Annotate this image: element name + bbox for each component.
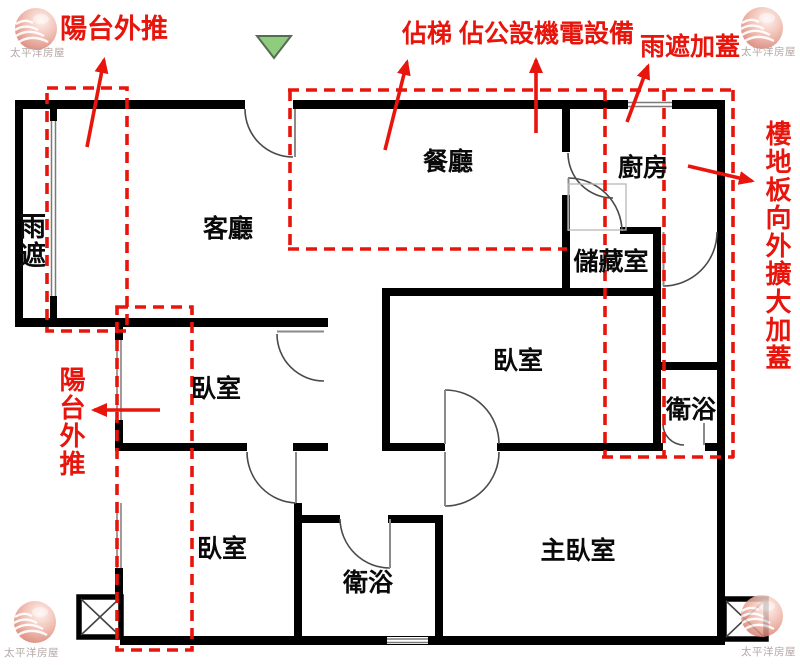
room-labels: 客廳 餐廳 廚房 儲藏室 臥室 臥室 臥室 主臥室 衛浴 衛浴 bbox=[191, 147, 717, 597]
wall-bathmid-right bbox=[435, 515, 443, 644]
pillars bbox=[76, 594, 769, 642]
arrow-occupy-stairs bbox=[383, 59, 411, 151]
wall-storage-right-column bbox=[653, 227, 661, 448]
arrow-balcony-top bbox=[85, 57, 109, 148]
wall-left-seg2 bbox=[115, 420, 123, 451]
watermark-bottom-left: 太平洋房屋 bbox=[4, 600, 59, 659]
pacific-logo-icon bbox=[14, 7, 58, 51]
watermark-top-left: 太平洋房屋 bbox=[10, 7, 65, 59]
wall-left-seg1 bbox=[115, 318, 123, 340]
room-label-storage: 儲藏室 bbox=[573, 247, 648, 276]
balcony-stub-top bbox=[50, 107, 57, 121]
wall-left-outer bbox=[15, 100, 23, 326]
balcony-window bbox=[50, 121, 57, 296]
room-label-master: 主臥室 bbox=[540, 536, 615, 565]
wall-bathmid-top-2 bbox=[388, 515, 443, 523]
label-occupy-stairs-facilities: 佔梯 佔公設機電設備 bbox=[401, 19, 634, 48]
wall-mid-band-1 bbox=[115, 443, 247, 451]
pillar-bottom-left bbox=[76, 594, 124, 640]
watermark-label: 太平洋房屋 bbox=[10, 46, 65, 59]
label-balcony-push-left: 陽台外推 bbox=[56, 366, 86, 478]
bathright-door-arc bbox=[662, 423, 685, 446]
balcony-stub-bottom bbox=[50, 296, 57, 320]
entrance-door-arc bbox=[244, 108, 294, 158]
dashed-box-balcony-top bbox=[45, 86, 129, 333]
watermark-label: 太平洋房屋 bbox=[4, 646, 59, 659]
wall-dining-kitchen bbox=[562, 107, 570, 152]
wall-top-left bbox=[15, 100, 245, 109]
kitchen-door-arc bbox=[567, 152, 614, 199]
wall-mid-band-2 bbox=[293, 443, 328, 451]
wall-mid-band-5 bbox=[705, 443, 725, 451]
bedroom3-door-arc bbox=[246, 451, 297, 504]
arrow-floor-expand bbox=[687, 164, 755, 185]
room-label-bedroom2: 臥室 bbox=[493, 346, 543, 375]
wall-bedroom2-top bbox=[382, 288, 661, 296]
wall-mid-band-4 bbox=[497, 443, 663, 451]
room-label-kitchen: 廚房 bbox=[618, 153, 668, 182]
wall-left-seg3 bbox=[115, 568, 123, 600]
wall-bathmid-left bbox=[294, 503, 302, 644]
wall-top-mid bbox=[293, 100, 628, 109]
dashed-box-balcony-left bbox=[115, 305, 194, 652]
wall-bedroom2-left bbox=[382, 288, 390, 448]
bathroom-window bbox=[387, 637, 428, 644]
wall-storage-left bbox=[562, 195, 570, 296]
bathmid-door-arc bbox=[339, 518, 391, 569]
room-label-bath-mid: 衛浴 bbox=[342, 569, 394, 597]
red-dashed-overlays bbox=[45, 86, 735, 652]
watermark-label: 太平洋房屋 bbox=[741, 45, 796, 58]
pacific-logo-icon bbox=[740, 6, 784, 50]
wall-top-right bbox=[672, 100, 725, 109]
wall-bathright-top bbox=[653, 362, 725, 370]
corridor-door-arc bbox=[662, 231, 718, 287]
room-label-dining: 餐廳 bbox=[423, 147, 473, 176]
room-label-living: 客廳 bbox=[203, 214, 253, 243]
arrow-rain-cover bbox=[625, 63, 650, 123]
wall-living-south bbox=[15, 318, 328, 327]
wall-mid-band-3 bbox=[382, 443, 445, 451]
walls bbox=[15, 100, 725, 645]
room-label-bedroom1: 臥室 bbox=[191, 374, 241, 403]
watermark-top-right: 太平洋房屋 bbox=[740, 6, 796, 58]
windows bbox=[50, 101, 672, 644]
kitchen-cabinet-outline bbox=[567, 183, 627, 231]
annotation-arrows bbox=[85, 57, 755, 417]
pacific-logo-icon bbox=[740, 594, 784, 638]
room-label-bedroom3: 臥室 bbox=[197, 534, 247, 563]
label-rain-shelter: 雨遮 bbox=[15, 212, 46, 270]
wall-bathmid-top-1 bbox=[302, 515, 340, 523]
room-label-bath-right: 衛浴 bbox=[665, 396, 717, 424]
master-door-arc bbox=[444, 451, 500, 507]
bedroom1-door-arc bbox=[276, 333, 325, 382]
label-floor-slab-expanded: 樓地板向外擴大加蓋 bbox=[762, 119, 792, 372]
entrance-triangle-icon bbox=[254, 35, 294, 60]
annotation-labels: 陽台外推 佔梯 佔公設機電設備 雨遮加蓋 樓地板向外擴大加蓋 雨遮 陽台外推 bbox=[15, 13, 792, 478]
wall-storage-top bbox=[620, 227, 661, 234]
bedroom2-door-arc bbox=[444, 389, 500, 445]
label-balcony-push-top: 陽台外推 bbox=[60, 13, 168, 44]
wall-right-outer bbox=[717, 100, 725, 645]
storage-door-arc bbox=[567, 177, 623, 232]
label-rain-shelter-added-cover: 雨遮加蓋 bbox=[640, 32, 740, 61]
watermark-label: 太平洋房屋 bbox=[741, 645, 796, 658]
watermarks: 太平洋房屋 太平洋房屋 太平洋房屋 太平洋房屋 bbox=[4, 6, 796, 659]
door-arcs bbox=[244, 108, 718, 569]
doors bbox=[244, 108, 718, 569]
watermark-bottom-right: 太平洋房屋 bbox=[740, 594, 796, 658]
pacific-logo-icon bbox=[13, 600, 57, 644]
